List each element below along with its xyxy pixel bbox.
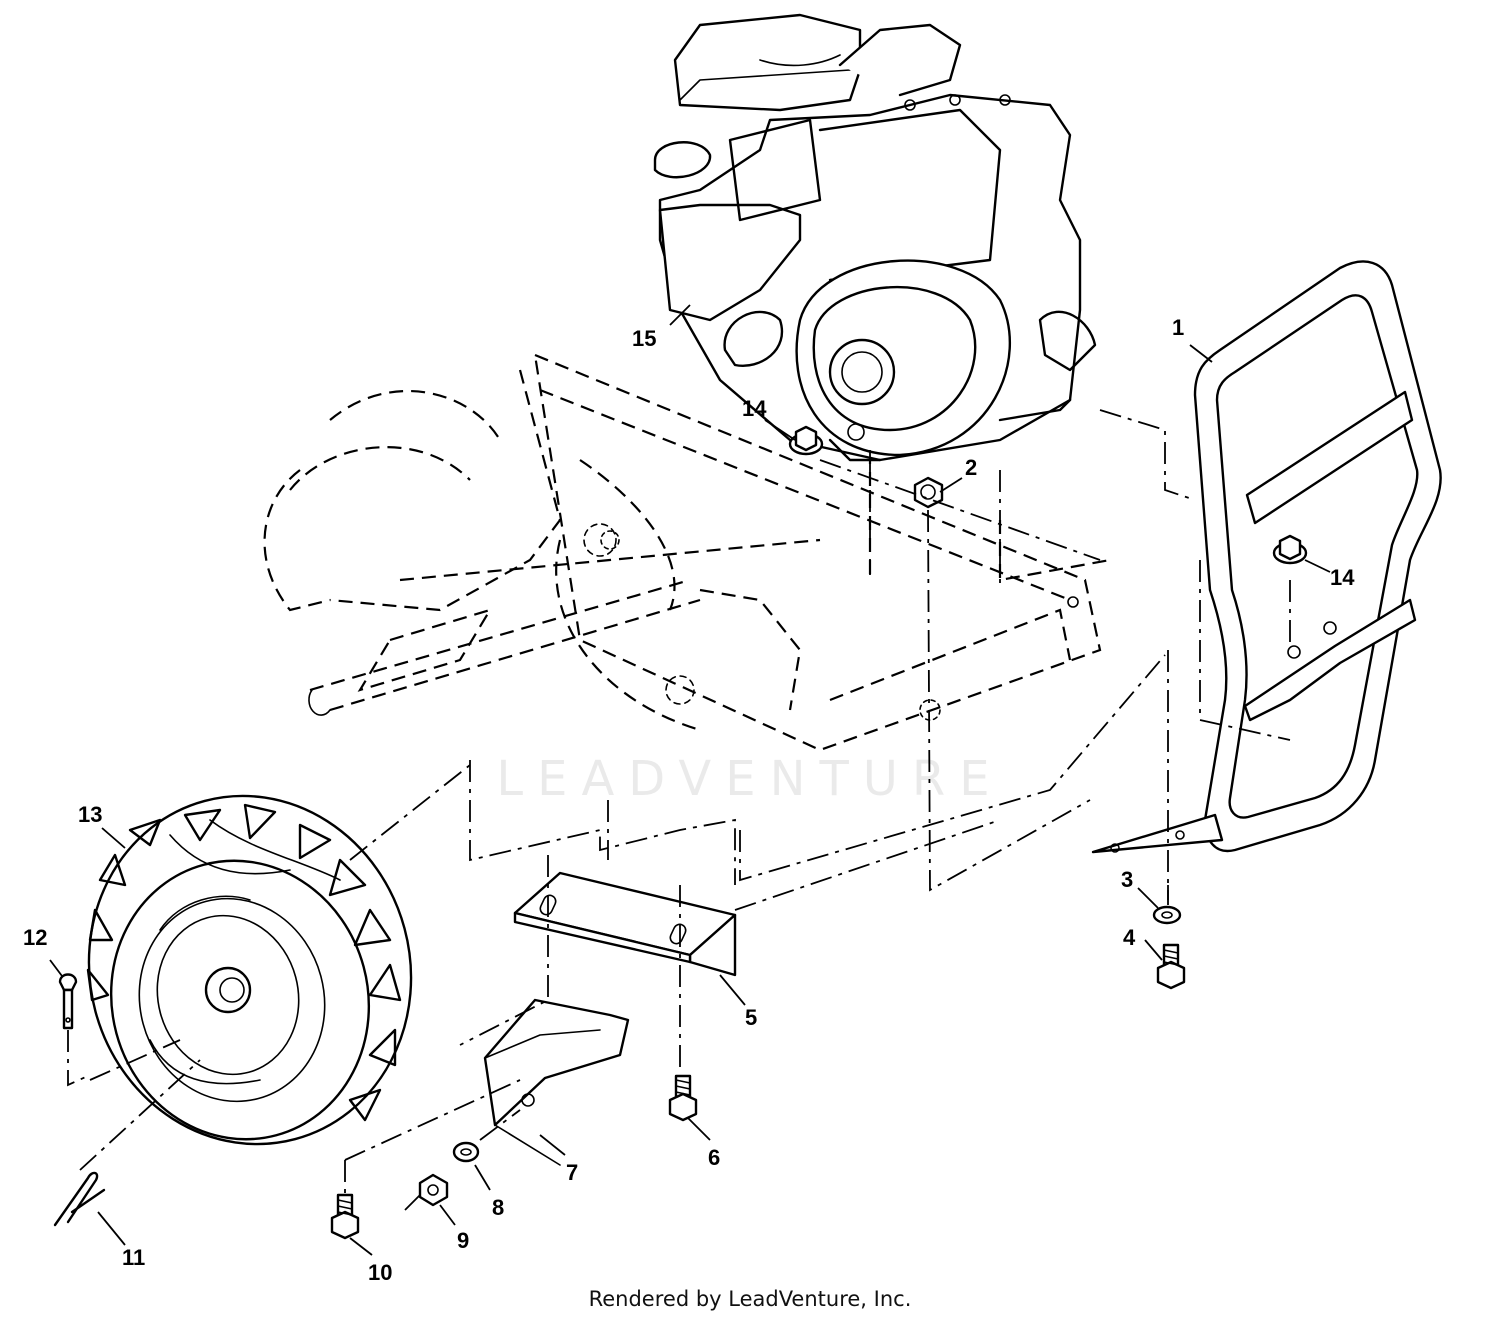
mounting-bracket-5 bbox=[513, 871, 737, 977]
clevis-pin-12 bbox=[58, 973, 78, 1030]
bolt-10 bbox=[330, 1193, 360, 1240]
watermark-text: LEADVENTURE bbox=[496, 751, 1003, 807]
callout-9: 9 bbox=[457, 1228, 469, 1253]
callout-2: 2 bbox=[965, 455, 977, 480]
guard-plate-7 bbox=[483, 998, 630, 1166]
flange-nut-14-bumper bbox=[1272, 534, 1308, 565]
callout-labels: 1 2 3 4 5 6 7 8 9 10 11 12 13 14 14 15 bbox=[23, 315, 1355, 1285]
washer-3 bbox=[1152, 905, 1182, 925]
hairpin-clip-11 bbox=[53, 1171, 106, 1227]
lock-washer-8 bbox=[452, 1141, 480, 1163]
hex-nut-9 bbox=[418, 1173, 449, 1207]
footer-credit: Rendered by LeadVenture, Inc. bbox=[588, 1287, 912, 1311]
bolt-4 bbox=[1156, 943, 1186, 990]
callout-10: 10 bbox=[368, 1260, 392, 1285]
hex-nut-2 bbox=[913, 476, 944, 509]
callout-14-engine: 14 bbox=[742, 396, 767, 421]
bumper-frame bbox=[1091, 260, 1442, 854]
engine bbox=[653, 13, 1097, 462]
callout-7: 7 bbox=[566, 1160, 578, 1185]
leader-lines bbox=[49, 304, 1331, 1256]
tiller-body-phantom bbox=[263, 353, 1111, 752]
callout-6: 6 bbox=[708, 1145, 720, 1170]
callout-11: 11 bbox=[122, 1245, 145, 1270]
callout-5: 5 bbox=[745, 1005, 757, 1030]
assembly-lines bbox=[67, 409, 1291, 1211]
callout-3: 3 bbox=[1121, 867, 1133, 892]
callout-1: 1 bbox=[1172, 315, 1184, 340]
bolt-6 bbox=[668, 1074, 698, 1122]
callout-8: 8 bbox=[492, 1195, 504, 1220]
flange-nut-14-engine bbox=[788, 425, 824, 456]
callout-14-bumper: 14 bbox=[1330, 565, 1355, 590]
callout-12: 12 bbox=[23, 925, 47, 950]
callout-15: 15 bbox=[632, 326, 656, 351]
wheel-tire-13 bbox=[86, 794, 413, 1146]
leadventure-watermark: LEADVENTURE bbox=[496, 751, 1003, 807]
callout-13: 13 bbox=[78, 802, 102, 827]
callout-4: 4 bbox=[1123, 925, 1136, 950]
